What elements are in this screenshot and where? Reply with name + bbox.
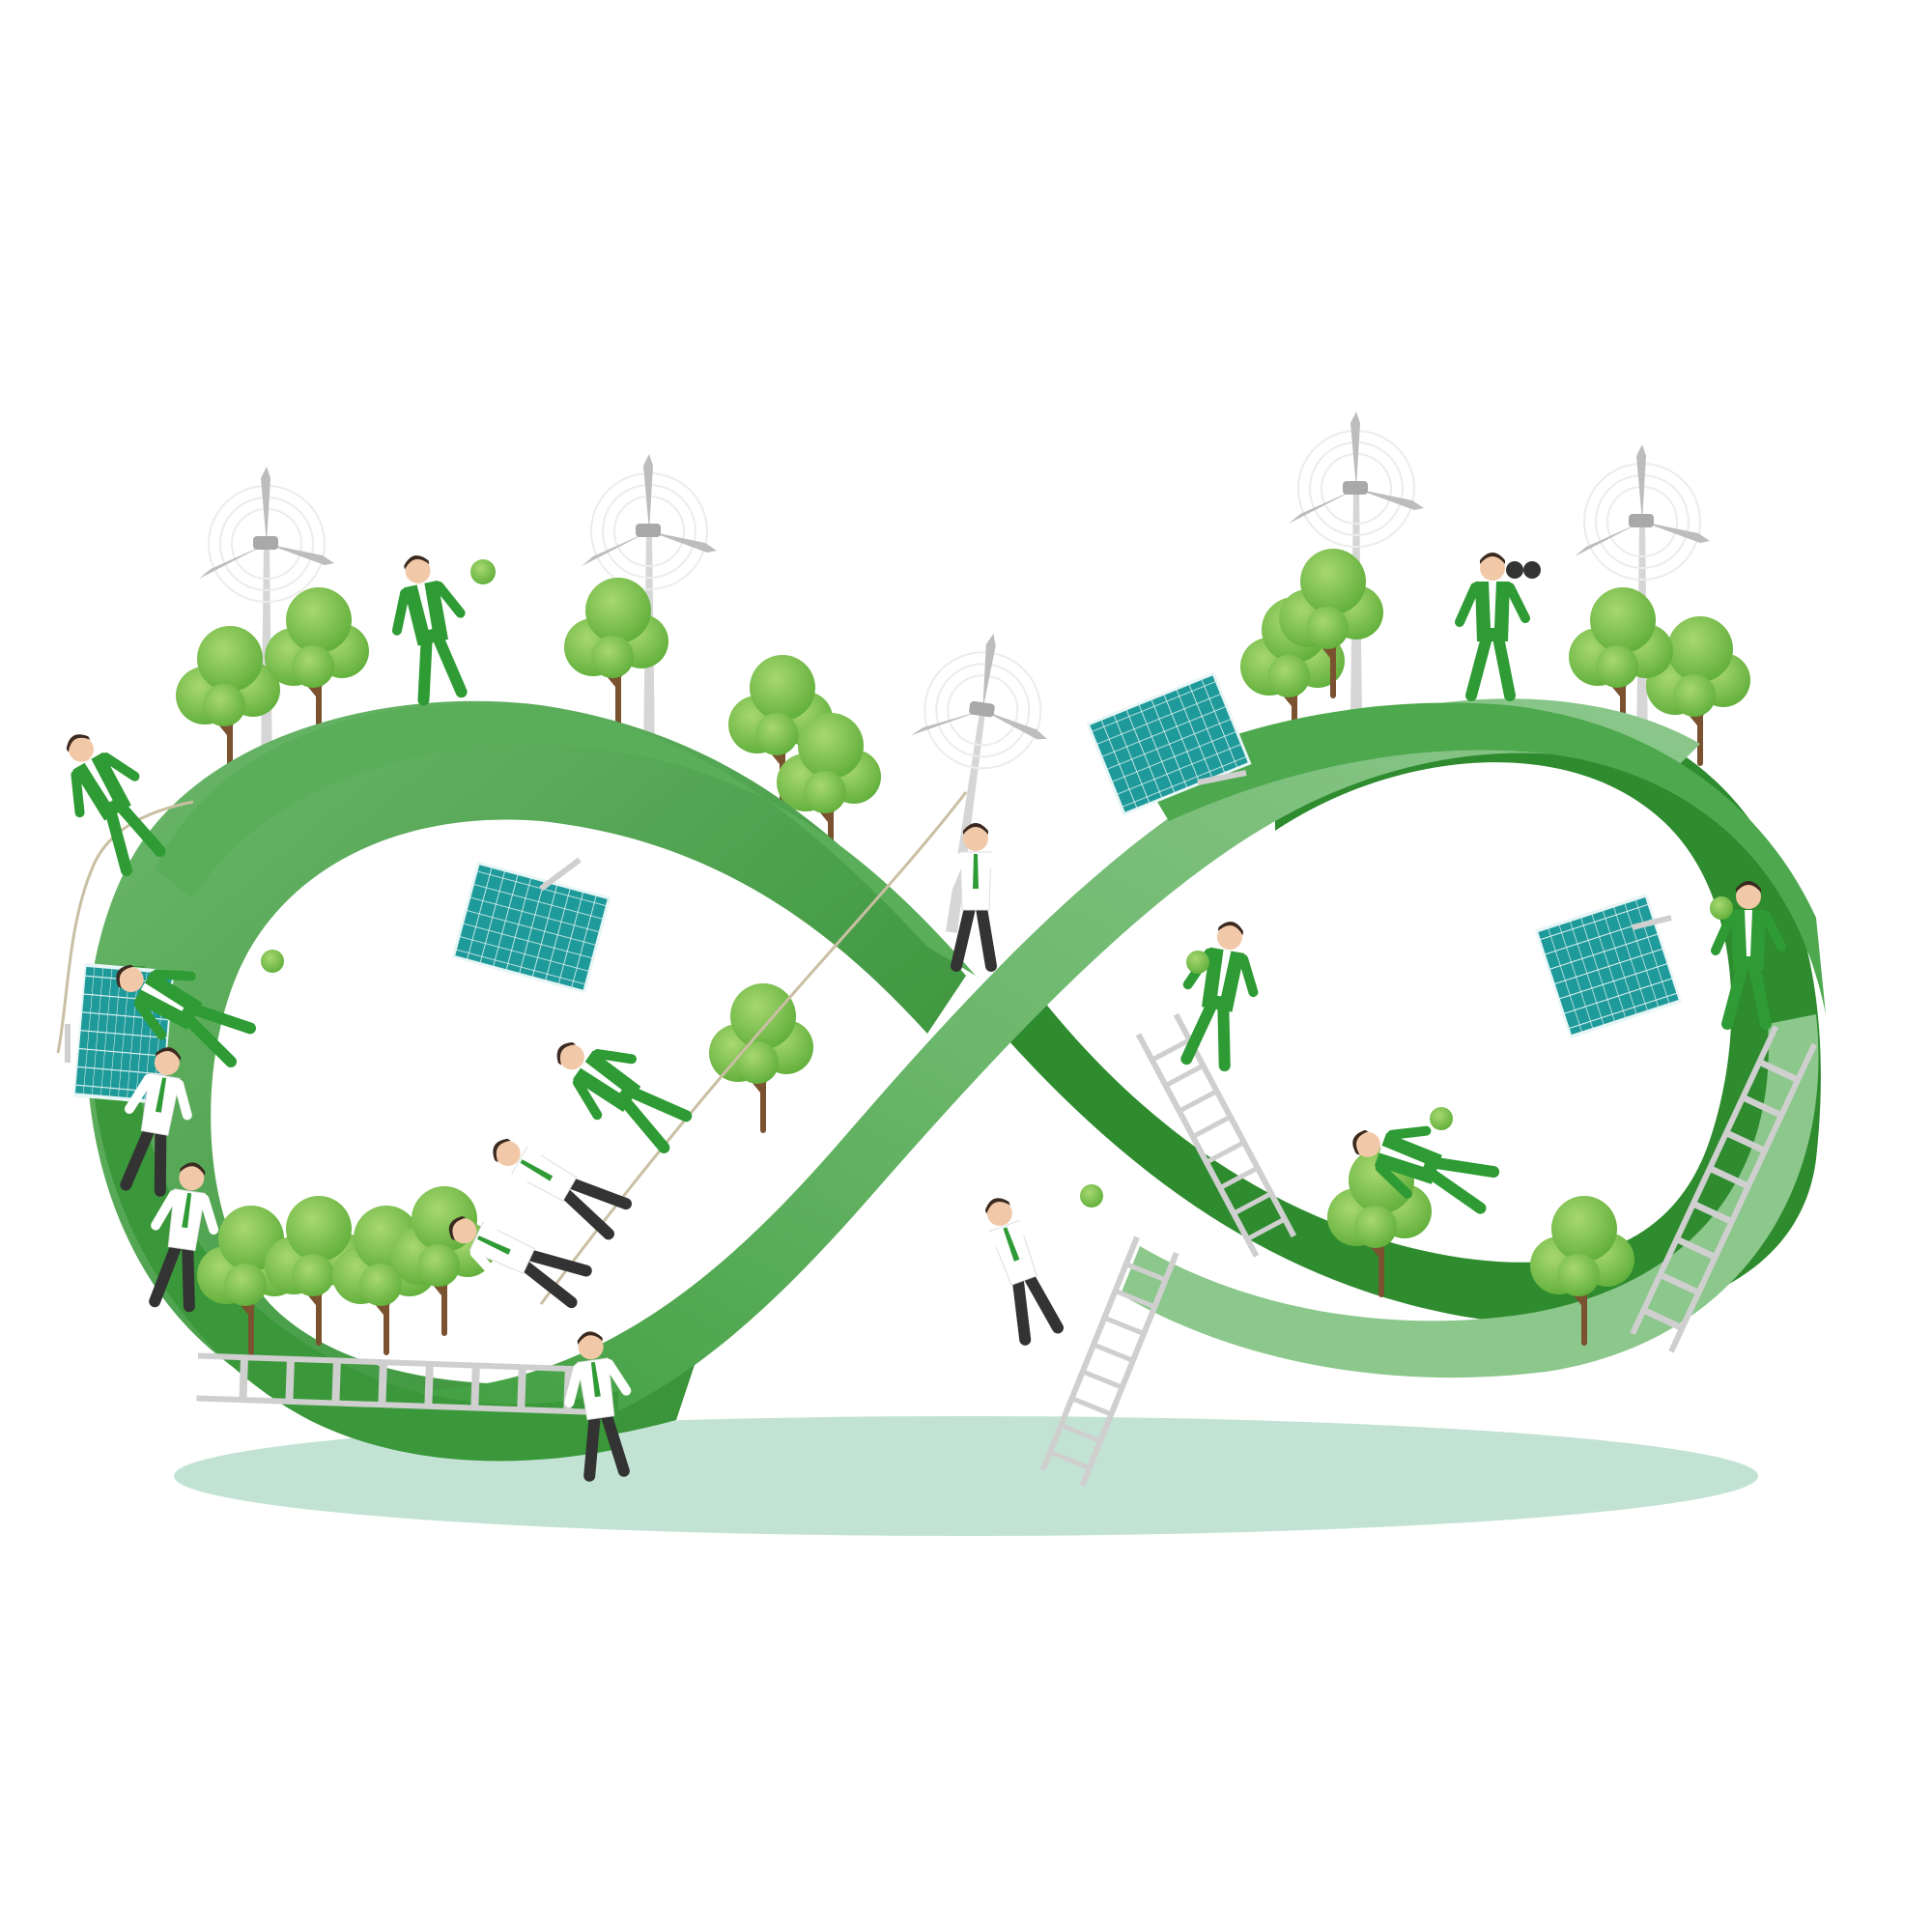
people bbox=[45, 549, 1781, 1477]
solar-panel-icon bbox=[451, 862, 611, 993]
person-climbing-rope bbox=[45, 720, 174, 876]
solar-panel-icon bbox=[1534, 894, 1683, 1038]
solar-panels bbox=[65, 671, 1683, 1102]
person-climbing-ladder bbox=[1176, 916, 1265, 1068]
ribbon-front-band bbox=[406, 698, 1700, 1452]
person-running-with-sapling bbox=[967, 1189, 1070, 1344]
sapling-icon bbox=[470, 559, 496, 584]
ribbon-right-bottom bbox=[1121, 1014, 1819, 1378]
sapling-icon bbox=[1080, 1184, 1103, 1208]
sapling-icon bbox=[261, 950, 284, 973]
person-running-with-sapling bbox=[383, 549, 476, 702]
ribbon-back-band bbox=[985, 704, 1821, 1324]
ribbon-left-bottom bbox=[90, 966, 619, 1462]
tree-icon bbox=[709, 983, 813, 1130]
tree-icon bbox=[265, 587, 369, 734]
ribbon-right-top bbox=[1140, 702, 1826, 1014]
binoculars-icon bbox=[1506, 561, 1541, 579]
sapling-icon bbox=[1186, 951, 1209, 974]
ribbon-left-top bbox=[155, 703, 976, 976]
rope-icon bbox=[56, 800, 194, 1054]
sapling-icon bbox=[1710, 896, 1733, 920]
saplings bbox=[261, 559, 1733, 1208]
infinity-ribbon bbox=[86, 698, 1826, 1462]
sapling-icon bbox=[1430, 1107, 1453, 1130]
